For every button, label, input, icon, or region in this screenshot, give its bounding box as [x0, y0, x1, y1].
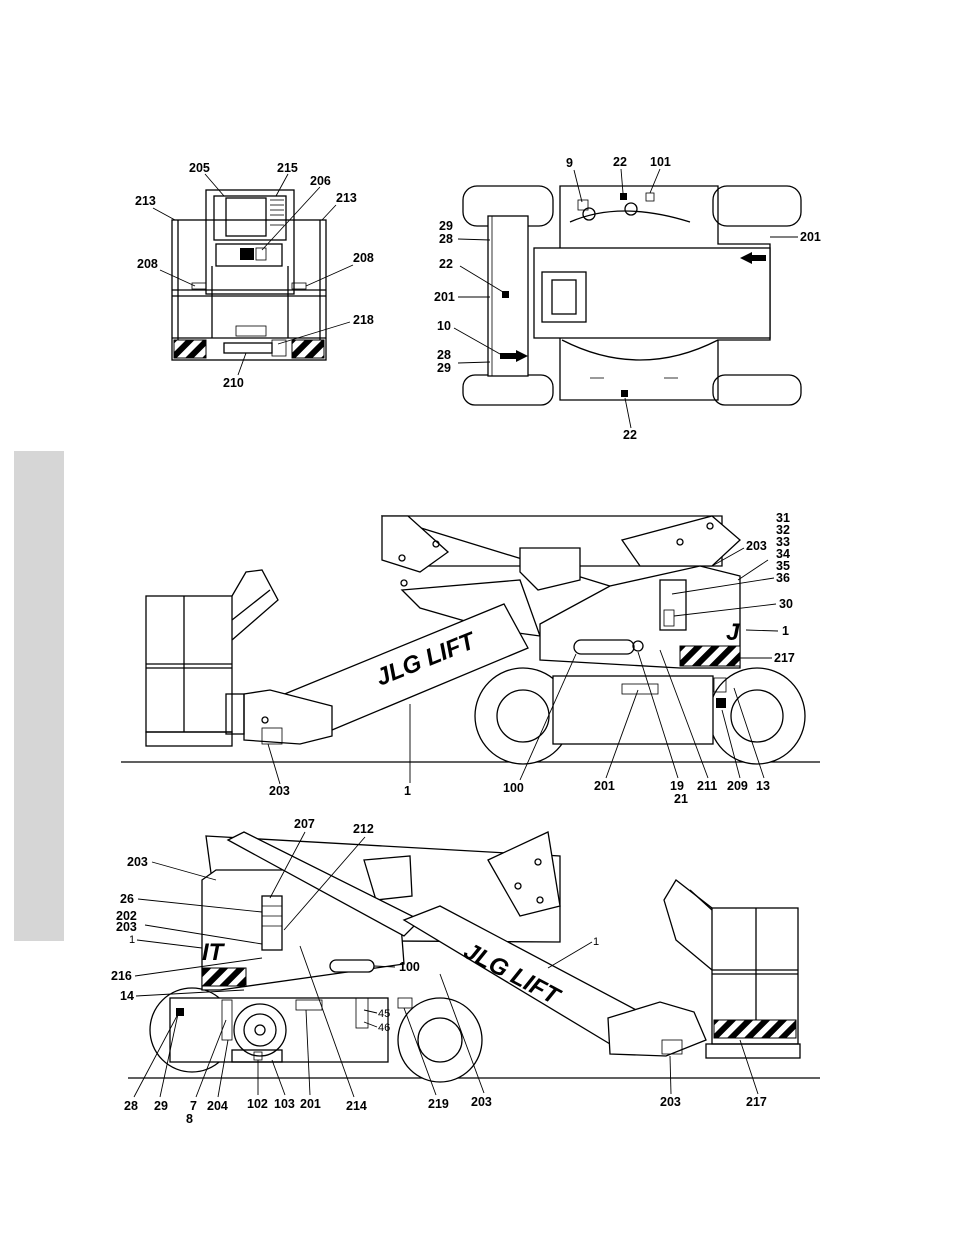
top-view: [463, 186, 801, 405]
label-203-b: 203: [116, 920, 137, 934]
label-30: 30: [779, 597, 793, 611]
label-29-upper: 29: [439, 219, 453, 233]
label-1-a: 1: [129, 934, 135, 946]
label-215: 215: [277, 161, 298, 175]
label-219: 219: [428, 1097, 449, 1111]
label-19: 19: [670, 779, 684, 793]
label-22-bottom: 22: [623, 428, 637, 442]
label-103: 103: [274, 1097, 295, 1111]
label-205: 205: [189, 161, 210, 175]
label-203-top: 203: [746, 539, 767, 553]
label-102: 102: [247, 1097, 268, 1111]
label-45: 45: [378, 1008, 390, 1020]
label-209: 209: [727, 779, 748, 793]
side-view-right: J JLG LIFT: [121, 516, 820, 764]
label-217-bottom: 217: [746, 1095, 767, 1109]
label-21: 21: [674, 792, 688, 806]
brand-mark-left: IT: [202, 939, 226, 966]
label-213-left: 213: [135, 194, 156, 208]
side-view-left: IT JLG LIFT: [128, 832, 820, 1082]
label-100-left: 100: [399, 960, 420, 974]
label-203-bottom: 203: [269, 784, 290, 798]
label-8: 8: [186, 1112, 193, 1126]
label-22-mid: 22: [439, 257, 453, 271]
label-210: 210: [223, 376, 244, 390]
label-36: 36: [776, 571, 790, 585]
label-214: 214: [346, 1099, 367, 1113]
label-206: 206: [310, 174, 331, 188]
label-217-top: 217: [774, 651, 795, 665]
label-203-c: 203: [471, 1095, 492, 1109]
label-1-right: 1: [782, 624, 789, 638]
label-29-left: 29: [154, 1099, 168, 1113]
label-201-right: 201: [800, 230, 821, 244]
label-46: 46: [378, 1022, 390, 1034]
label-100-mid: 100: [503, 781, 524, 795]
label-201-left: 201: [434, 290, 455, 304]
label-207: 207: [294, 817, 315, 831]
label-101: 101: [650, 155, 671, 169]
label-1-bottom: 1: [404, 784, 411, 798]
label-28-lower: 28: [437, 348, 451, 362]
label-28-upper: 28: [439, 232, 453, 246]
label-208-left: 208: [137, 257, 158, 271]
label-28-left: 28: [124, 1099, 138, 1113]
label-14: 14: [120, 989, 134, 1003]
label-203-d: 203: [660, 1095, 681, 1109]
label-10: 10: [437, 319, 451, 333]
label-212: 212: [353, 822, 374, 836]
label-201-left-bottom: 201: [300, 1097, 321, 1111]
label-26: 26: [120, 892, 134, 906]
label-204: 204: [207, 1099, 228, 1113]
brand-mark-right: J: [726, 619, 740, 646]
front-view: [172, 190, 326, 360]
label-13: 13: [756, 779, 770, 793]
label-211: 211: [697, 779, 717, 793]
label-218: 218: [353, 313, 374, 327]
label-9: 9: [566, 156, 573, 170]
label-203-a: 203: [127, 855, 148, 869]
label-213-right: 213: [336, 191, 357, 205]
label-201-mid: 201: [594, 779, 615, 793]
label-216: 216: [111, 969, 132, 983]
label-7: 7: [190, 1099, 197, 1113]
label-22-top: 22: [613, 155, 627, 169]
label-29-lower: 29: [437, 361, 451, 375]
label-208-right: 208: [353, 251, 374, 265]
label-1-b: 1: [593, 936, 599, 948]
